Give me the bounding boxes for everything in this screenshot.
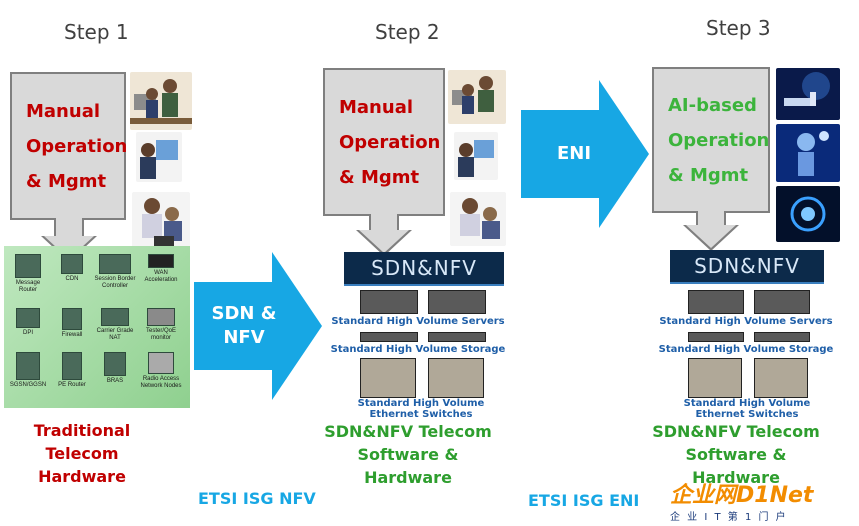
circuit-brain-photo-icon — [776, 186, 840, 242]
switch-chassis — [688, 358, 742, 398]
step-2-operation-callout: Manual Operation & Mgmt — [323, 68, 445, 256]
operator-desk-photo-icon — [454, 132, 498, 180]
step-3-op-line-1: AI-based — [668, 94, 757, 116]
hw-item: Radio Access Network Nodes — [138, 352, 184, 390]
step-2-bottom-label: SDN&NFV Telecom Software & Hardware — [320, 420, 496, 489]
hw-item: BRAS — [92, 352, 138, 385]
switch-chassis — [428, 358, 484, 398]
eni-arrow: ENI — [521, 80, 649, 228]
operators-photo-icon — [130, 72, 192, 130]
eni-arrow-label: ENI — [556, 143, 592, 164]
step-1-bottom-line-2: Telecom Hardware — [38, 444, 126, 486]
etsi-eni-label: ETSI ISG ENI — [528, 491, 640, 510]
switch-chassis — [360, 358, 416, 398]
step-2-title: Step 2 — [375, 20, 440, 44]
step-1-op-line-1: Manual — [26, 100, 101, 122]
servers-label-2: Standard High Volume Servers — [331, 316, 505, 327]
switches-label-2: Standard High Volume Ethernet Switches — [357, 398, 485, 420]
step-3-title: Step 3 — [706, 16, 771, 40]
sdn-nfv-arrow-label-2: NFV — [223, 327, 265, 348]
hw-item: Session Border Controller — [92, 254, 138, 290]
hw-item: CDN — [52, 254, 92, 283]
engineers-photo-icon — [132, 192, 190, 250]
server-rack — [754, 290, 810, 314]
storage-label-2: Standard High Volume Storage — [330, 344, 506, 355]
hw-item: SGSN/GGSN — [8, 352, 48, 389]
hw-item: WAN Acceleration — [138, 254, 184, 284]
step-1-bottom-label: Traditional Telecom Hardware — [0, 419, 164, 488]
sdn-nfv-banner-3: SDN&NFV — [670, 250, 824, 284]
step-2-op-line-2: Operation — [339, 131, 441, 153]
digital-human-photo-icon — [776, 124, 840, 182]
robot-hand-photo-icon — [776, 68, 840, 120]
operators-photo-icon — [448, 70, 506, 124]
step-3-op-line-2: Operation — [668, 129, 770, 151]
d1net-watermark-logo: 企业网D1Net 企 业 I T 第 1 门 户 — [670, 484, 858, 524]
server-rack — [428, 290, 486, 314]
step-3-bottom-line-3: Hardware — [692, 468, 780, 487]
hw-item: Message Router — [8, 254, 48, 294]
step-2-bottom-line-2: Software & — [357, 445, 459, 464]
step-2-bottom-line-1: SDN&NFV Telecom — [324, 422, 492, 441]
servers-label-3: Standard High Volume Servers — [659, 316, 833, 327]
step-3-operation-callout: AI-based Operation & Mgmt — [652, 67, 770, 251]
step-1-op-line-3: & Mgmt — [26, 170, 107, 192]
storage-unit — [428, 332, 486, 342]
watermark-tagline: 企 业 I T 第 1 门 户 — [670, 512, 788, 523]
step-3-bottom-label: SDN&NFV Telecom Software & Hardware — [648, 420, 824, 489]
step-1-op-line-2: Operation — [26, 135, 128, 157]
step-2-op-line-3: & Mgmt — [339, 166, 420, 188]
etsi-nfv-label: ETSI ISG NFV — [198, 489, 316, 508]
traditional-hardware-panel: Message Router CDN Session Border Contro… — [4, 246, 190, 408]
step-2-op-line-1: Manual — [339, 96, 414, 118]
server-rack — [360, 290, 418, 314]
step-1-title: Step 1 — [64, 20, 129, 44]
step-1-bottom-line-1: Traditional — [33, 421, 131, 440]
step-3-bottom-line-2: Software & — [685, 445, 787, 464]
server-rack — [688, 290, 744, 314]
sdn-nfv-banner-2: SDN&NFV — [344, 252, 504, 286]
sdn-nfv-arrow-label-1: SDN & — [211, 303, 277, 324]
watermark-brand: 企业网D1Net — [670, 483, 814, 508]
operator-desk-photo-icon — [136, 132, 182, 182]
storage-unit — [754, 332, 810, 342]
hw-item: Tester/QoE monitor — [138, 308, 184, 342]
storage-unit — [360, 332, 418, 342]
step-3-op-line-3: & Mgmt — [668, 164, 749, 186]
switch-chassis — [754, 358, 808, 398]
storage-label-3: Standard High Volume Storage — [658, 344, 834, 355]
storage-unit — [688, 332, 744, 342]
step-1-operation-callout: Manual Operation & Mgmt — [10, 72, 128, 262]
step-3-bottom-line-1: SDN&NFV Telecom — [652, 422, 820, 441]
switches-label-3: Standard High Volume Ethernet Switches — [683, 398, 811, 420]
hw-item: PE Router — [52, 352, 92, 389]
hw-item: Firewall — [52, 308, 92, 339]
hw-item: Carrier Grade NAT — [92, 308, 138, 342]
step-2-bottom-line-3: Hardware — [364, 468, 452, 487]
sdn-nfv-arrow: SDN & NFV — [194, 252, 322, 400]
hw-item: DPI — [8, 308, 48, 337]
engineers-photo-icon — [450, 192, 506, 246]
